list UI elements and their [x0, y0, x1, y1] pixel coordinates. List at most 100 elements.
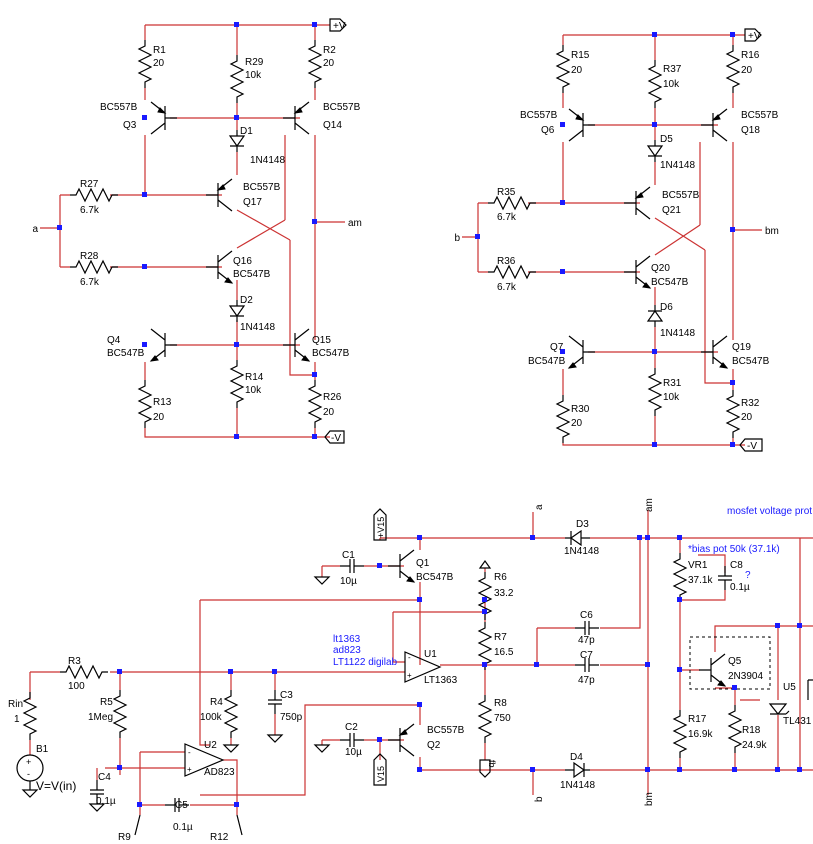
top-left-components — [69, 39, 322, 429]
r32-name: R32 — [741, 398, 760, 409]
q18-model: BC557B — [741, 110, 779, 121]
r14-value: 10k — [245, 385, 262, 396]
c2-name: C2 — [345, 722, 358, 733]
net-label-bm-bottom: bm — [644, 792, 655, 806]
u2-model: AD823 — [204, 767, 235, 778]
c3-name: C3 — [280, 690, 293, 701]
bottom-wires — [29, 510, 813, 815]
svg-text:+: + — [26, 757, 31, 767]
q16-model: BC547B — [233, 269, 271, 280]
q14-model: BC557B — [323, 102, 361, 113]
bottom-labels: C1 10µ Q1 BC547B R6 33.2 R7 16.5 R8 750 … — [8, 506, 812, 843]
c7-name: C7 — [580, 650, 593, 661]
net-label-am: am — [348, 218, 362, 229]
d3-model: 1N4148 — [564, 546, 599, 557]
r3-value: 100 — [68, 681, 85, 692]
opamp-alt-3: LT1122 digilab — [333, 657, 398, 668]
net-label-pv15: +V15 — [376, 517, 386, 538]
r8-value: 750 — [494, 713, 511, 724]
r18-name: R18 — [742, 725, 761, 736]
r7-value: 16.5 — [494, 647, 514, 658]
svg-text:+: + — [407, 671, 412, 680]
r31-value: 10k — [663, 392, 680, 403]
r35-name: R35 — [497, 187, 516, 198]
r8-name: R8 — [494, 698, 507, 709]
svg-text:+: + — [187, 765, 192, 774]
q7-model: BC547B — [528, 356, 566, 367]
rin-name: Rin — [8, 699, 23, 710]
q6-name: Q6 — [541, 125, 555, 136]
svg-text:-: - — [27, 769, 30, 779]
q6-model: BC557B — [520, 110, 558, 121]
net-label-nv-2: -V — [747, 441, 757, 452]
r15-name: R15 — [571, 50, 590, 61]
r30-name: R30 — [571, 404, 590, 415]
c6-name: C6 — [580, 610, 593, 621]
q5-name: Q5 — [728, 656, 742, 667]
r13-value: 20 — [153, 412, 165, 423]
d4-name: D4 — [570, 752, 583, 763]
r5-name: R5 — [100, 697, 113, 708]
r9-name: R9 — [118, 832, 131, 843]
q2-name: Q2 — [427, 740, 441, 751]
vr1-name: VR1 — [688, 560, 708, 571]
mosfet-note: mosfet voltage prot — [727, 506, 812, 517]
d6-model: 1N4148 — [660, 328, 695, 339]
c8-value: 0.1µ — [730, 582, 750, 593]
r29-value: 10k — [245, 70, 262, 81]
r18-value: 24.9k — [742, 740, 767, 751]
q3-model: BC557B — [100, 102, 138, 113]
net-label-pv: +V — [333, 21, 346, 32]
r27-value: 6.7k — [80, 205, 100, 216]
d2-model: 1N4148 — [240, 322, 275, 333]
d1-model: 1N4148 — [250, 155, 285, 166]
q16-name: Q16 — [233, 256, 252, 267]
b1-name: B1 — [36, 744, 49, 755]
q1-name: Q1 — [416, 558, 430, 569]
r37-value: 10k — [663, 79, 680, 90]
q20-model: BC547B — [651, 277, 689, 288]
q1-model: BC547B — [416, 572, 454, 583]
q17-model: BC557B — [243, 182, 281, 193]
q4-model: BC547B — [107, 348, 145, 359]
c1-name: C1 — [342, 550, 355, 561]
net-label-fb: fb — [487, 760, 497, 768]
top-right-net-labels: +V -V b bm — [454, 28, 779, 452]
r14-name: R14 — [245, 372, 264, 383]
d3-name: D3 — [576, 519, 589, 530]
svg-text:-: - — [408, 653, 411, 662]
net-label-v15: V15 — [376, 766, 386, 782]
bottom-net-labels: a am b bm +V15 V15 fb — [376, 498, 655, 806]
d1-name: D1 — [240, 126, 253, 137]
r29-name: R29 — [245, 57, 264, 68]
q5-model: 2N3904 — [728, 671, 763, 682]
r4-value: 100k — [200, 712, 223, 723]
top-right-nodes — [475, 32, 735, 447]
r6-name: R6 — [494, 572, 507, 583]
vr1-value: 37.1k — [688, 575, 713, 586]
r35-value: 6.7k — [497, 212, 517, 223]
bottom-nodes — [117, 535, 802, 807]
bottom-components: - + - + + - — [16, 508, 813, 836]
q18-name: Q18 — [741, 125, 760, 136]
r37-name: R37 — [663, 64, 682, 75]
u1-model: LT1363 — [424, 675, 458, 686]
r27-name: R27 — [80, 179, 99, 190]
q21-model: BC557B — [662, 190, 700, 201]
q19-name: Q19 — [732, 342, 751, 353]
q3-name: Q3 — [123, 120, 137, 131]
r13-name: R13 — [153, 397, 172, 408]
q4-name: Q4 — [107, 335, 121, 346]
rin-value: 1 — [14, 714, 20, 725]
q15-model: BC547B — [312, 348, 350, 359]
question-note: ? — [745, 570, 751, 581]
r17-value: 16.9k — [688, 729, 713, 740]
r1-name: R1 — [153, 45, 166, 56]
u2-name: U2 — [204, 740, 217, 751]
c2-value: 10µ — [345, 747, 362, 758]
c1-value: 10µ — [340, 576, 357, 587]
r28-name: R28 — [80, 251, 99, 262]
net-label-bm: bm — [765, 226, 779, 237]
r7-name: R7 — [494, 632, 507, 643]
